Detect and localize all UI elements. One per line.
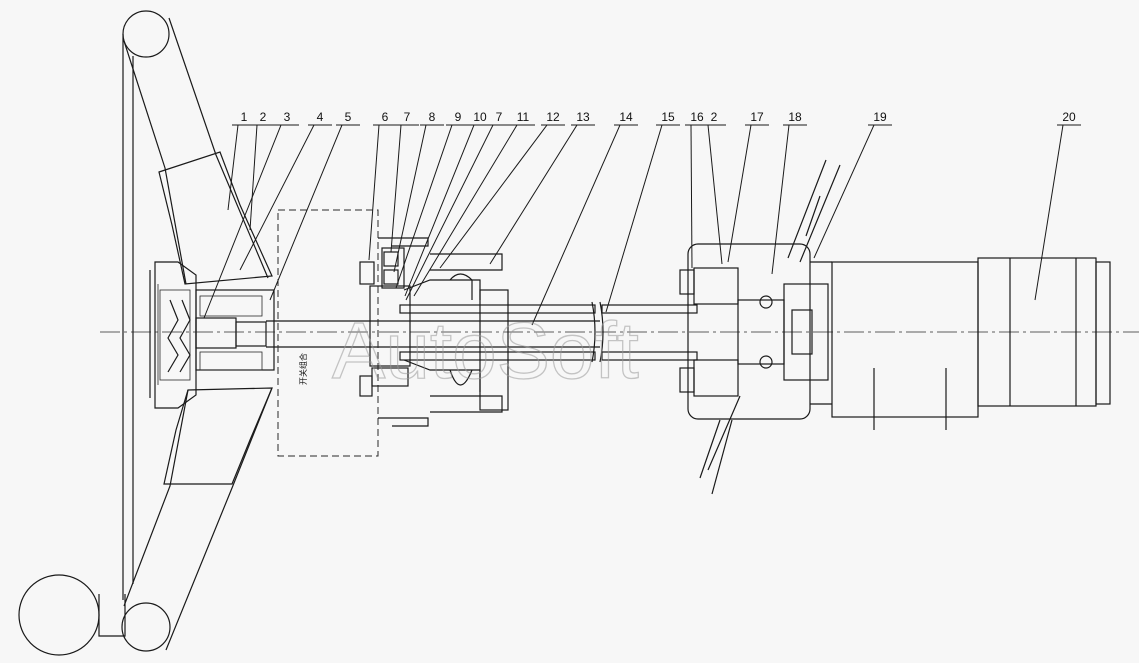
tube-bottom bbox=[399, 351, 596, 361]
bearing-housing bbox=[369, 285, 411, 367]
leader-line bbox=[203, 124, 282, 319]
leader-line bbox=[531, 124, 621, 326]
leader-line bbox=[227, 124, 239, 211]
yoke bbox=[783, 283, 829, 381]
upper-spoke-outline bbox=[122, 17, 269, 285]
steering-shaft bbox=[100, 301, 1139, 363]
horn-cap-section bbox=[159, 289, 191, 381]
callout-2: 2 bbox=[260, 110, 267, 124]
callout-5: 5 bbox=[345, 110, 352, 124]
leader-line bbox=[393, 124, 427, 273]
leader-line bbox=[405, 124, 494, 301]
grip-neck bbox=[98, 594, 126, 637]
callout-3: 3 bbox=[284, 110, 291, 124]
callout-4: 4 bbox=[317, 110, 324, 124]
leader-line bbox=[489, 124, 578, 265]
callout-7: 7 bbox=[496, 110, 503, 124]
callout-19: 19 bbox=[873, 110, 887, 124]
leader-line bbox=[813, 124, 875, 259]
wheel-hub bbox=[149, 261, 275, 409]
switch-bracket bbox=[381, 247, 405, 289]
leader-line bbox=[771, 124, 790, 275]
callout-8: 8 bbox=[429, 110, 436, 124]
wheel-top-knob bbox=[122, 10, 170, 58]
callout-15: 15 bbox=[661, 110, 675, 124]
leader-line bbox=[690, 124, 693, 269]
leader-line bbox=[239, 124, 315, 271]
callout-18: 18 bbox=[788, 110, 802, 124]
leader-line bbox=[390, 124, 402, 253]
wheel-grip-ball bbox=[18, 574, 100, 656]
callout-1: 1 bbox=[241, 110, 248, 124]
lower-spoke-hatch bbox=[163, 387, 273, 485]
lower-spoke-outline bbox=[123, 387, 273, 651]
leader-line bbox=[269, 124, 343, 301]
callout-9: 9 bbox=[455, 110, 462, 124]
callout-14: 14 bbox=[619, 110, 633, 124]
leader-line bbox=[368, 124, 380, 261]
callout-12: 12 bbox=[546, 110, 560, 124]
callout-6: 6 bbox=[382, 110, 389, 124]
joint-housing bbox=[679, 159, 841, 495]
leader-line bbox=[727, 124, 752, 263]
leader-line bbox=[249, 124, 258, 231]
watermark: AutoSoft bbox=[332, 306, 639, 395]
leader-line bbox=[439, 124, 548, 269]
callout-17: 17 bbox=[750, 110, 764, 124]
power-unit bbox=[810, 257, 1111, 430]
leader-line bbox=[707, 124, 723, 265]
leader-line bbox=[1034, 124, 1064, 301]
callout-13: 13 bbox=[576, 110, 590, 124]
switch-label: 开关组合 bbox=[298, 353, 308, 385]
lower-shaft-lines bbox=[699, 395, 741, 495]
callout-16: 16 bbox=[690, 110, 704, 124]
callout-2: 2 bbox=[711, 110, 718, 124]
leader-line bbox=[404, 124, 475, 297]
horn-spring bbox=[167, 299, 179, 373]
callout-7: 7 bbox=[404, 110, 411, 124]
switch-box bbox=[277, 209, 379, 457]
housing-outline bbox=[687, 243, 811, 420]
wheel-bottom-knob bbox=[121, 602, 171, 652]
hub-nut bbox=[195, 317, 237, 349]
callout-11: 11 bbox=[517, 110, 530, 124]
horn-cap bbox=[149, 261, 197, 409]
callout-10: 10 bbox=[473, 110, 487, 124]
leader-line bbox=[605, 124, 663, 313]
leader-line bbox=[395, 124, 453, 289]
support-bracket bbox=[430, 253, 503, 413]
steering-wheel bbox=[18, 10, 273, 656]
break-line bbox=[591, 301, 604, 363]
callout-20: 20 bbox=[1062, 110, 1076, 124]
leader-line bbox=[413, 124, 518, 297]
motor-body bbox=[831, 261, 979, 418]
upper-shaft-lines bbox=[787, 159, 841, 263]
upper-spoke-hatch bbox=[158, 151, 273, 285]
tube-top bbox=[399, 304, 596, 314]
